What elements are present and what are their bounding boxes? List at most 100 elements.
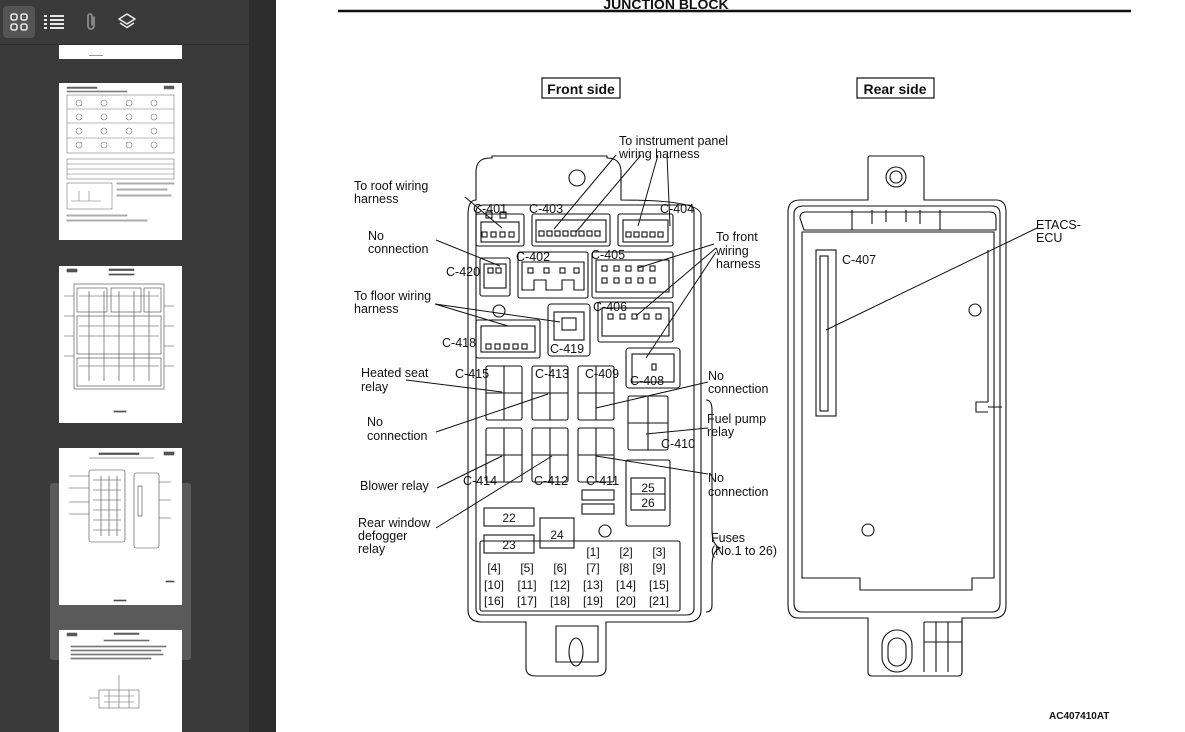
- page-thumbnail[interactable]: [59, 266, 182, 423]
- connector-c420: C-420: [446, 265, 480, 279]
- connector-c408: C-408: [630, 374, 664, 388]
- callout-front-wiring-line1: To front: [716, 230, 758, 244]
- callout-no-connection-1-line2: connection: [368, 242, 429, 256]
- connector-c403: C-403: [529, 202, 563, 216]
- callout-no-connection-3-line2: connection: [367, 429, 428, 443]
- fuse-24: 24: [550, 528, 564, 542]
- page-thumbnail-preview: [69, 451, 175, 602]
- front-side-drawing: [467, 155, 722, 677]
- fuse-13: [13]: [583, 578, 603, 592]
- thumbnails-view-button[interactable]: [3, 6, 35, 38]
- outline-view-button[interactable]: [38, 6, 70, 38]
- fuse-3: [3]: [652, 545, 665, 559]
- fuse-17: [17]: [517, 594, 537, 608]
- fuse-6: [6]: [553, 561, 566, 575]
- page-thumbnail[interactable]: [59, 45, 182, 59]
- fuse-11: [11]: [517, 578, 536, 592]
- layers-icon: [118, 13, 136, 29]
- fuse-25: 25: [641, 481, 655, 495]
- fuse-2: [2]: [619, 545, 632, 559]
- callout-floor-line2: harness: [354, 302, 398, 316]
- callout-heated-seat-line2: relay: [361, 380, 389, 394]
- callout-no-connection-1-line1: No: [368, 229, 384, 243]
- callout-fuses-line1: Fuses: [711, 531, 745, 545]
- callout-fuses-line2: (No.1 to 26): [711, 544, 777, 558]
- page-thumbnail[interactable]: [59, 83, 182, 240]
- fuse-grid: [1] [2] [3] [4] [5] [6] [7] [8] [9] [10] [11] [12] […: [484, 545, 669, 608]
- fuse-21: [21]: [649, 594, 669, 608]
- page-header: JUNCTION BLOCK: [603, 0, 728, 12]
- figure-code: AC407410AT: [1049, 711, 1109, 722]
- callout-front-wiring-line2: wiring: [715, 244, 749, 258]
- connector-c415: C-415: [455, 367, 489, 381]
- callout-fuel-pump-line1: Fuel pump: [707, 412, 766, 426]
- callout-rear-defogger-line3: relay: [358, 542, 386, 556]
- fuse-1: [1]: [586, 545, 599, 559]
- fuse-4: [4]: [487, 561, 500, 575]
- fuse-8: [8]: [619, 561, 632, 575]
- attachments-view-button[interactable]: [75, 6, 107, 38]
- fuse-19: [19]: [583, 594, 603, 608]
- fuse-5: [5]: [520, 561, 533, 575]
- callout-front-wiring-line3: harness: [716, 257, 760, 271]
- callout-fuel-pump-line2: relay: [707, 425, 735, 439]
- thumbnail-list: [0, 45, 249, 732]
- callout-roof-line2: harness: [354, 192, 398, 206]
- sidebar-toolbar: [0, 0, 249, 45]
- fuse-9: [9]: [652, 561, 665, 575]
- connector-c418: C-418: [442, 336, 476, 350]
- callout-labels: To roof wiring harness To instrument pan…: [354, 134, 1081, 558]
- callout-rear-defogger-line2: defogger: [358, 529, 407, 543]
- sidebar-divider: [249, 0, 276, 732]
- leader-lines: [405, 154, 1038, 529]
- connector-c405: C-405: [591, 248, 625, 262]
- thumbnail-sidebar: [0, 0, 249, 732]
- callout-no-connection-4-line1: No: [708, 471, 724, 485]
- page-thumbnail-preview: [66, 632, 167, 709]
- callout-heated-seat-line1: Heated seat: [361, 366, 429, 380]
- page-thumbnail-preview: [89, 55, 103, 56]
- rear-side-drawing: [787, 155, 1007, 677]
- front-side-title: Front side: [547, 81, 615, 97]
- connector-c407: C-407: [842, 253, 876, 267]
- connector-c412: C-412: [534, 474, 568, 488]
- callout-etacs-line2: ECU: [1036, 231, 1062, 245]
- document-page: JUNCTION BLOCK Front side Rear side: [276, 0, 1185, 732]
- connector-c406: C-406: [593, 300, 627, 314]
- callout-instrument-line2: wiring harness: [618, 147, 700, 161]
- page-thumbnail-preview: [64, 268, 174, 413]
- connector-labels: C-401 C-403 C-404 C-402 C-405 C-420 C-40…: [442, 202, 876, 488]
- connector-c402: C-402: [516, 250, 550, 264]
- fuse-7: [7]: [586, 561, 599, 575]
- junction-block-diagram: JUNCTION BLOCK Front side Rear side: [338, 0, 1131, 722]
- connector-c414: C-414: [463, 474, 497, 488]
- connector-c410: C-410: [661, 437, 695, 451]
- layers-view-button[interactable]: [111, 6, 143, 38]
- list-icon: [44, 15, 64, 29]
- connector-c411: C-411: [586, 474, 619, 488]
- fuse-22: 22: [502, 511, 516, 525]
- callout-instrument-line1: To instrument panel: [619, 134, 728, 148]
- fuse-18: [18]: [550, 594, 570, 608]
- fuse-14: [14]: [616, 578, 636, 592]
- callout-no-connection-2-line2: connection: [708, 382, 769, 396]
- connector-c409: C-409: [585, 367, 619, 381]
- callout-no-connection-4-line2: connection: [708, 485, 769, 499]
- fuse-10: [10]: [484, 578, 504, 592]
- paperclip-icon: [87, 13, 95, 30]
- connector-c404: C-404: [660, 202, 694, 216]
- fuse-16: [16]: [484, 594, 504, 608]
- callout-rear-defogger-line1: Rear window: [358, 516, 431, 530]
- page-thumbnail-current[interactable]: [59, 448, 182, 605]
- page-thumbnail[interactable]: [59, 630, 182, 732]
- connector-c401: C-401: [473, 202, 507, 216]
- callout-blower-relay: Blower relay: [360, 479, 430, 493]
- callout-no-connection-2-line1: No: [708, 369, 724, 383]
- connector-c419: C-419: [550, 342, 584, 356]
- callout-floor-line1: To floor wiring: [354, 289, 431, 303]
- grid-icon: [10, 13, 28, 31]
- fuse-15: [15]: [649, 578, 669, 592]
- callout-no-connection-3-line1: No: [367, 415, 383, 429]
- fuse-12: [12]: [550, 578, 570, 592]
- fuse-23: 23: [502, 538, 516, 552]
